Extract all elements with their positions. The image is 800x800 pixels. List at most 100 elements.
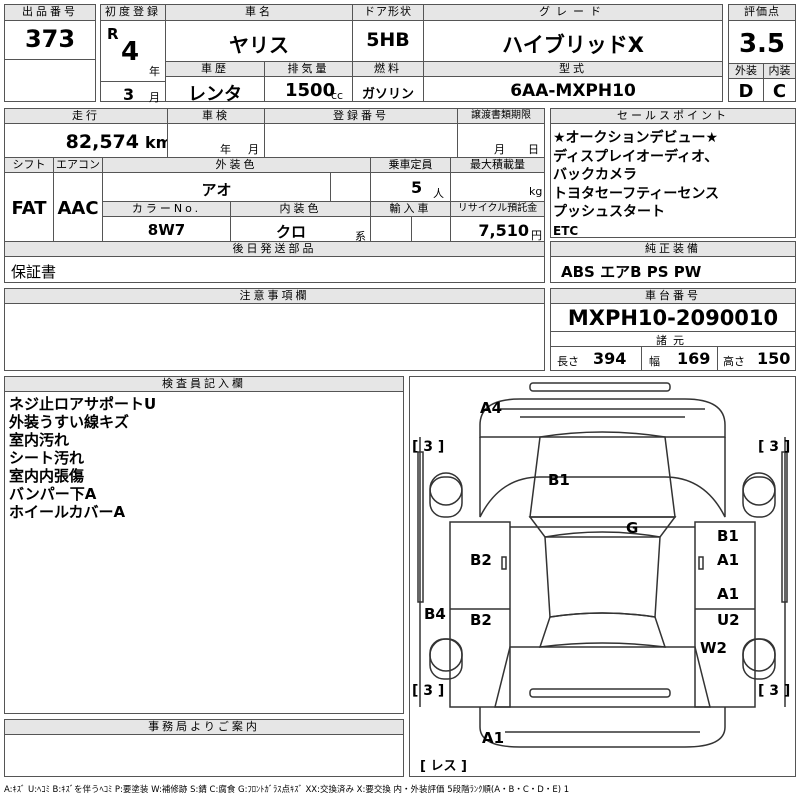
history-cell: 車歴 レンタ (165, 61, 265, 105)
recycle-value: 7,510 (478, 221, 529, 240)
persons-unit: 人 (433, 187, 444, 200)
dimensions-label: 諸元 (656, 334, 690, 347)
genuine-equipment-label: 純正装備 (551, 242, 795, 257)
chassis-number-value: MXPH10-2090010 (567, 306, 779, 330)
sales-point-line: ディスプレイオーディオ、 (553, 148, 719, 165)
history-value: レンタ (188, 84, 242, 105)
displacement-value: 1500 (285, 80, 336, 101)
tire-front-left-depth: [ 3 ] (412, 439, 445, 455)
notes-box: 注意事項欄 (4, 288, 545, 371)
score-value: 3.5 (738, 29, 786, 59)
inspector-note: シート汚れ (9, 449, 85, 467)
import-label: 輸入車 (371, 202, 450, 217)
width-label: 幅 (649, 355, 660, 368)
year-unit: 年 (149, 65, 160, 78)
cc-unit: cc (331, 89, 344, 102)
history-label: 車歴 (166, 62, 264, 77)
registration-number-label: 登録番号 (265, 109, 457, 124)
first-registration-label: 初度登録 (101, 5, 165, 21)
model-code-value: 6AA-MXPH10 (510, 81, 636, 101)
damage-code-legend: A:ｷｽﾞ U:ﾍｺﾐ B:ｷｽﾞを伴うﾍｺﾐ P:要塗装 W:補修跡 S:錆 … (4, 785, 570, 795)
grade-value: ハイブリッドX (502, 33, 644, 57)
model-code-cell: 型式 6AA-MXPH10 (423, 61, 723, 102)
inspector-note: ネジ止ロアサポートU (9, 395, 157, 413)
inspection-month-unit: 月 (248, 143, 259, 156)
color-number-cell: カラーNo. 8W7 (102, 201, 231, 242)
inspector-note: 外装うすい線キズ (9, 413, 130, 431)
displacement-label: 排気量 (265, 62, 352, 77)
recycle-cell: リサイクル預託金 7,510 円 (450, 201, 545, 242)
damage-mark-b4: B4 (424, 605, 446, 623)
lot-blank-cell (4, 59, 96, 102)
capacity-value: 5 (411, 178, 423, 197)
genuine-equipment-value: ABS エアB PS PW (561, 263, 702, 281)
sales-point-label: セールスポイント (551, 109, 795, 124)
capacity-label: 乗車定員 (371, 158, 450, 173)
exterior-color-value: アオ (201, 181, 232, 199)
damage-mark-a1-right-front: A1 (717, 551, 740, 569)
model-code-label: 型式 (424, 62, 722, 77)
sales-point-line: ★オークションデビュー★ (553, 130, 719, 146)
chassis-number-label: 車台番号 (551, 289, 795, 304)
damage-diagram-box: A4 B1 G B1 A1 B2 A1 U2 B4 B2 W2 A1 [ 3 ]… (409, 376, 796, 777)
shift-cell: シフト FAT (4, 157, 54, 242)
color-number-value: 8W7 (147, 221, 186, 239)
yen-unit: 円 (531, 229, 542, 242)
damage-mark-a1-right-rear: A1 (717, 585, 740, 603)
inspector-notes-box: 検査員記入欄 ネジ止ロアサポートU 外装うすい線キズ 室内汚れ シート汚れ 室内… (4, 376, 404, 714)
damage-mark-a4: A4 (480, 399, 503, 417)
car-name-value: ヤリス (229, 33, 289, 57)
height-value: 150 (757, 349, 791, 368)
car-outline-diagram (417, 382, 788, 748)
fuel-value: ガソリン (361, 87, 414, 102)
inspector-note: バンパー下A (9, 485, 97, 503)
mileage-label: 走行 (5, 109, 167, 124)
car-name-label: 車名 (166, 5, 352, 21)
tire-rear-left-depth: [ 3 ] (412, 683, 445, 699)
tire-rear-right-depth: [ 3 ] (758, 683, 791, 699)
interior-grade-cell: 内装 C (763, 63, 796, 102)
exterior-color-cell: 外装色 アオ (102, 157, 371, 202)
capacity-cell: 乗車定員 5 人 (370, 157, 451, 202)
interior-color-value: クロ (275, 223, 306, 241)
sales-point-line: ETC (553, 223, 579, 238)
first-registration-cell: 初度登録 R 4 年 3 月 (100, 4, 166, 104)
inspection-label: 車検 (168, 109, 264, 124)
deadline-day-unit: 日 (528, 143, 539, 156)
door-cell: ドア形状 5HB (352, 4, 424, 62)
grade-label: グレード (424, 5, 722, 21)
office-notice-label: 事務局よりご案内 (5, 720, 403, 735)
notes-label: 注意事項欄 (5, 289, 544, 304)
length-value: 394 (593, 349, 627, 368)
inspector-notes-list: ネジ止ロアサポートU 外装うすい線キズ 室内汚れ シート汚れ 室内内張傷 バンパ… (9, 395, 156, 521)
month-unit: 月 (149, 91, 160, 104)
lot-number-label: 出品番号 (5, 5, 95, 21)
damage-mark-b2-left-front: B2 (470, 551, 492, 569)
exterior-value: D (738, 81, 754, 102)
displacement-cell: 排気量 1500 cc (264, 61, 353, 102)
interior-color-cell: 内装色 クロ 系 (230, 201, 371, 243)
length-label: 長さ (557, 355, 579, 368)
inspection-cell: 車検 年 月 (167, 108, 265, 158)
fuel-label: 燃料 (353, 62, 423, 77)
shift-value: FAT (11, 198, 47, 219)
exterior-label: 外装 (729, 64, 763, 79)
kg-unit: kg (529, 185, 543, 198)
office-notice-box: 事務局よりご案内 (4, 719, 404, 777)
later-parts-label: 後日発送部品 (5, 242, 544, 257)
max-load-label: 最大積載量 (451, 158, 544, 173)
import-cell: 輸入車 (370, 201, 451, 242)
genuine-equipment-box: 純正装備 ABS エアB PS PW (550, 241, 796, 283)
inspector-notes-label: 検査員記入欄 (5, 377, 403, 392)
interior-label: 内装 (764, 64, 795, 79)
inspector-note: ホイールカバーA (9, 503, 126, 521)
grade-cell: グレード ハイブリッドX (423, 4, 723, 62)
color-number-label: カラーNo. (103, 202, 230, 217)
door-label: ドア形状 (353, 5, 423, 21)
aircon-label: エアコン (54, 158, 102, 173)
damage-mark-b2-left-rear: B2 (470, 611, 492, 629)
car-name-cell: 車名 ヤリス (165, 4, 353, 62)
score-label: 評価点 (729, 5, 795, 21)
exterior-grade-cell: 外装 D (728, 63, 764, 102)
spare-tire-status: [ レス ] (420, 759, 467, 774)
